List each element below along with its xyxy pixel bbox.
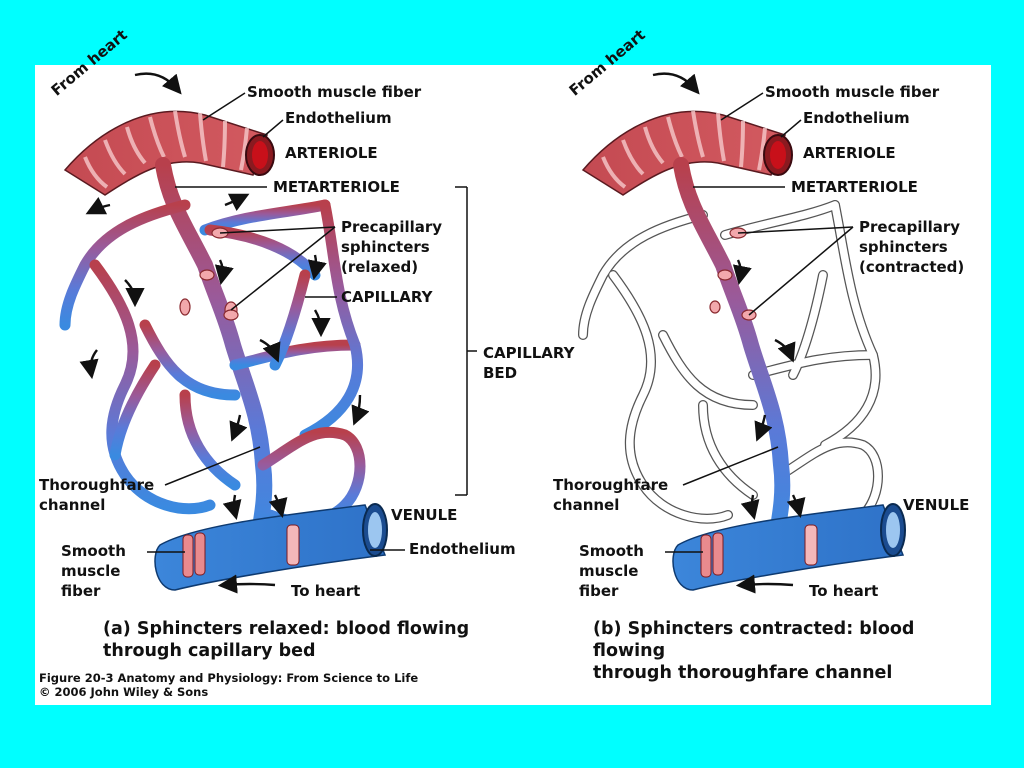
label-metarteriole-b: METARTERIOLE: [791, 178, 918, 196]
label-arteriole-a: ARTERIOLE: [285, 144, 378, 162]
label-smooth-muscle-fiber-bottom-a: Smooth muscle fiber: [61, 542, 126, 600]
label-precapillary-sphincters-contracted: Precapillary sphincters (contracted): [859, 218, 965, 276]
precapillary-sphincters-a: [179, 227, 239, 321]
label-thoroughfare-channel-b: Thoroughfare channel: [553, 476, 669, 514]
capillary-bed-illustration: [59, 72, 906, 594]
figure-credit: Figure 20-3 Anatomy and Physiology: From…: [39, 671, 419, 699]
label-endothelium-top-a: Endothelium: [285, 109, 392, 127]
venule-b: [672, 503, 906, 591]
thoroughfare-channel-b: [673, 157, 791, 553]
label-endothelium-bottom-a: Endothelium: [409, 540, 516, 558]
leader-lines-b: [665, 92, 854, 553]
label-thoroughfare-channel-a: Thoroughfare channel: [39, 476, 155, 514]
leader-lines-a: [147, 92, 477, 553]
panel-b-art: [578, 72, 906, 594]
arteriole-a: [63, 110, 275, 196]
label-capillary-a: CAPILLARY: [341, 288, 433, 306]
caption-a: (a) Sphincters relaxed: blood flowing th…: [103, 619, 470, 661]
arteriole-b: [581, 110, 793, 196]
venule-a: [154, 503, 388, 591]
label-smooth-muscle-fiber-top-a: Smooth muscle fiber: [247, 83, 422, 101]
label-to-heart-a: To heart: [291, 582, 361, 600]
flow-arrows-a: [79, 72, 370, 594]
label-smooth-muscle-fiber-top-b: Smooth muscle fiber: [765, 83, 940, 101]
panel-a-art: [59, 72, 477, 594]
label-arteriole-b: ARTERIOLE: [803, 144, 896, 162]
caption-b: (b) Sphincters contracted: blood flowing…: [593, 619, 915, 683]
flow-arrows-b: [652, 72, 806, 594]
label-endothelium-top-b: Endothelium: [803, 109, 910, 127]
label-metarteriole-a: METARTERIOLE: [273, 178, 400, 196]
thoroughfare-channel-a: [155, 157, 273, 553]
label-venule-a: VENULE: [391, 506, 458, 524]
label-venule-b: VENULE: [903, 496, 970, 514]
label-precapillary-sphincters-relaxed: Precapillary sphincters (relaxed): [341, 218, 443, 276]
label-smooth-muscle-fiber-bottom-b: Smooth muscle fiber: [579, 542, 644, 600]
label-capillary-bed: CAPILLARY BED: [483, 344, 575, 382]
figure-panel: From heart Smooth muscle fiber Endotheli…: [35, 26, 991, 705]
label-to-heart-b: To heart: [809, 582, 879, 600]
